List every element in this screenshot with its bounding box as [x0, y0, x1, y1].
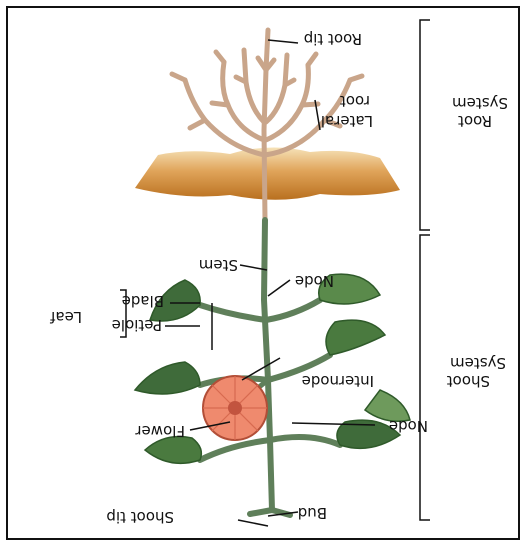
label-lateral-root-line1: Lateral — [321, 112, 373, 130]
label-petiole: Petiole — [112, 316, 162, 334]
label-flower: Flower — [135, 422, 185, 440]
label-internode: Internode — [302, 372, 374, 390]
label-leaf: Leaf — [50, 308, 82, 326]
label-blade: Blade — [122, 292, 164, 310]
label-stem: Stem — [199, 256, 238, 274]
label-shoot-tip: Shoot tip — [106, 508, 174, 526]
label-root-system-line2: System — [452, 94, 508, 112]
label-shoot-system-line1: Shoot — [447, 372, 490, 390]
label-root-system-line1: Root — [458, 112, 492, 130]
label-root-tip: Root tip — [304, 30, 362, 48]
label-node-lower: Node — [389, 417, 428, 435]
label-bud: Bud — [298, 504, 327, 522]
label-lateral-root-line2: root — [340, 92, 370, 110]
label-shoot-system-line2: System — [450, 354, 506, 372]
label-node-upper: Node — [295, 272, 334, 290]
